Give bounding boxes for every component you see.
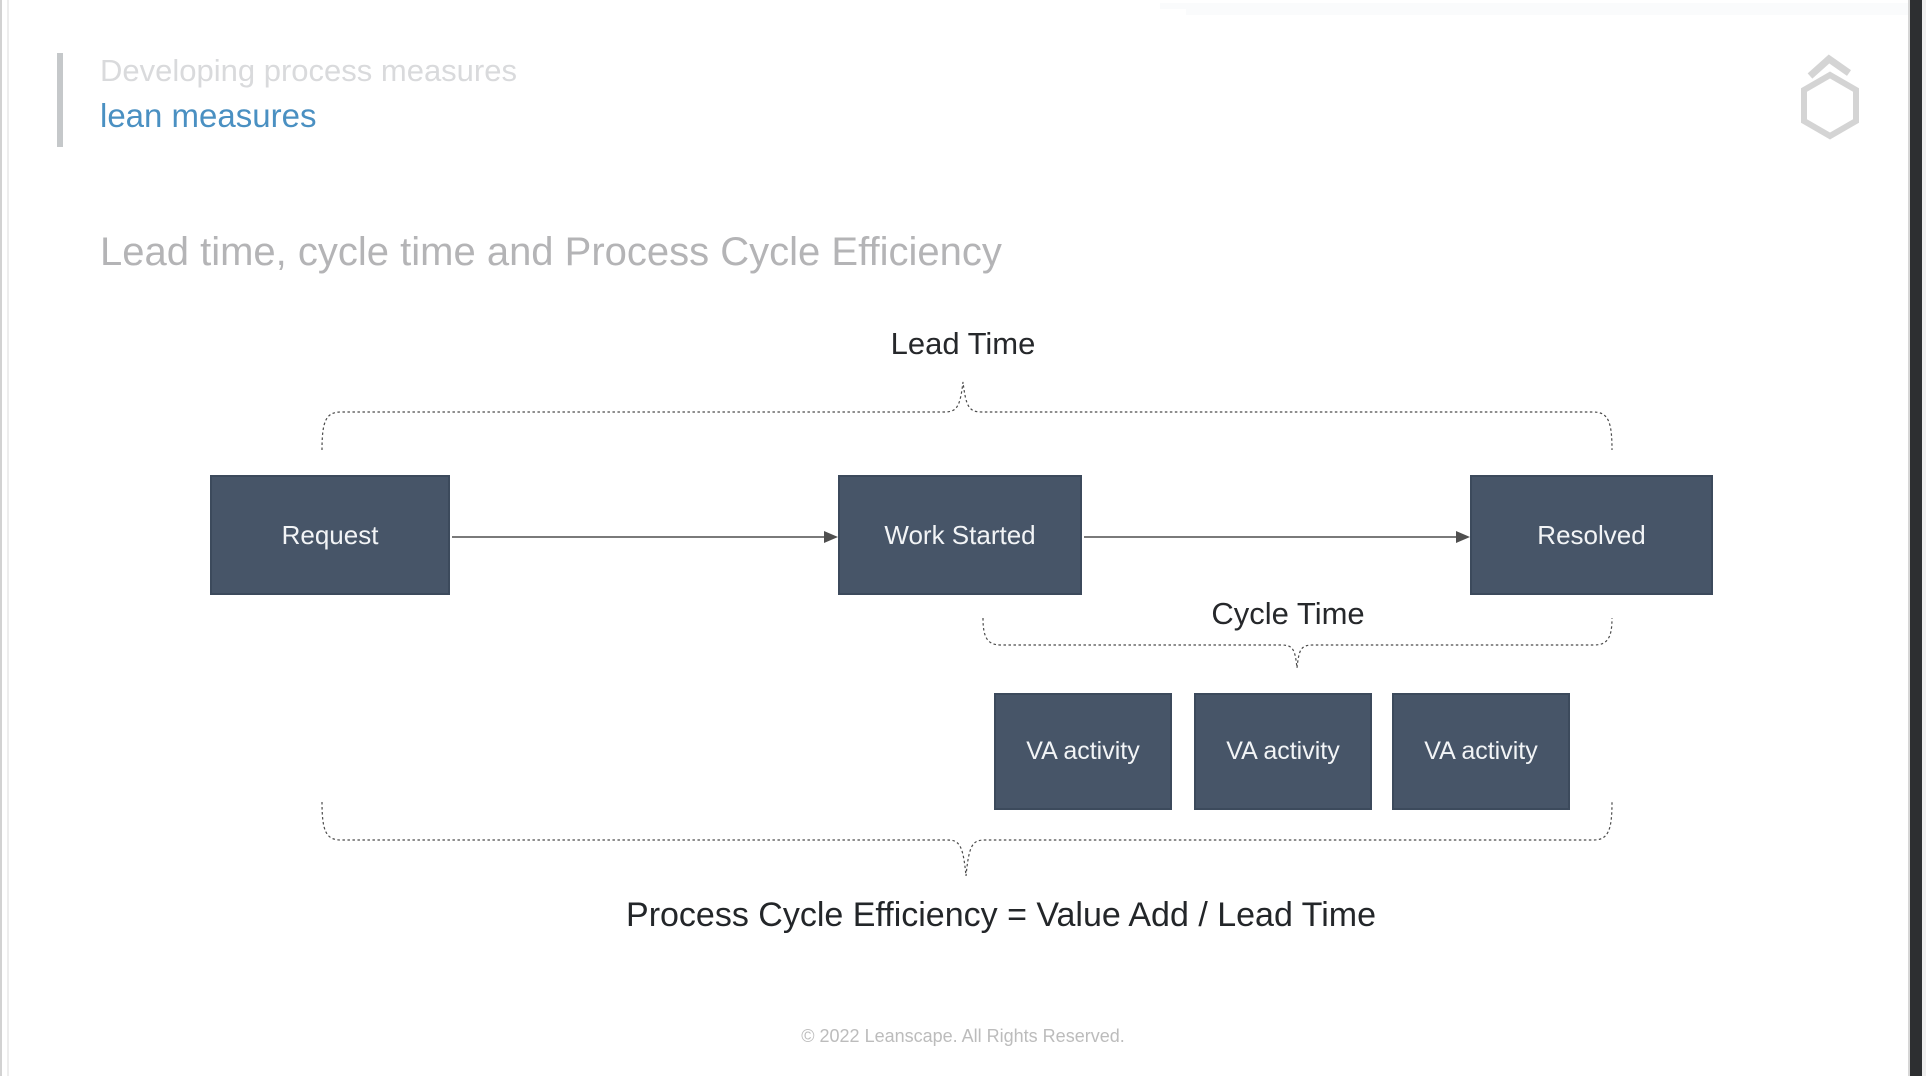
va-activity-label: VA activity <box>1424 737 1538 765</box>
top-right-band-step <box>1160 3 1186 9</box>
stage-box-work-started: Work Started <box>838 475 1082 595</box>
va-activity-label: VA activity <box>1026 737 1140 765</box>
pce-formula: Process Cycle Efficiency = Value Add / L… <box>626 896 1376 934</box>
slide-title: Lead time, cycle time and Process Cycle … <box>100 230 1002 274</box>
va-activity-label: VA activity <box>1226 737 1340 765</box>
va-activity-box-2: VA activity <box>1194 693 1372 810</box>
logo-hexagon-outline <box>1801 71 1859 140</box>
process-cycle-efficiency-brace <box>321 801 1613 877</box>
window-right-dark-edge <box>1910 0 1922 1076</box>
top-right-band <box>1186 3 1908 15</box>
footer-copyright: © 2022 Leanscape. All Rights Reserved. <box>801 1026 1125 1046</box>
window-left-border <box>0 0 2 1076</box>
stage-label: Work Started <box>884 519 1036 550</box>
window-right-outer-edge <box>1922 0 1926 1076</box>
lead-time-label: Lead Time <box>890 326 1036 361</box>
logo-chevron <box>1807 54 1852 79</box>
header-eyebrow: Developing process measures <box>100 53 517 88</box>
stage-box-request: Request <box>210 475 450 595</box>
window-left-border-2 <box>7 0 9 1076</box>
stage-label: Resolved <box>1537 519 1646 550</box>
header-accent-bar <box>57 53 63 147</box>
cycle-time-label: Cycle Time <box>1211 596 1365 631</box>
va-activity-box-1: VA activity <box>994 693 1172 810</box>
arrowhead-resolved-icon <box>1456 531 1470 543</box>
header-subtitle: lean measures <box>100 97 317 134</box>
arrowhead-workstarted-icon <box>824 531 838 543</box>
stage-box-resolved: Resolved <box>1470 475 1713 595</box>
lead-time-brace <box>321 381 1613 451</box>
hexagon-chevron-logo-icon <box>1801 54 1859 140</box>
stage-label: Request <box>281 519 379 550</box>
window-right-hairline <box>1908 0 1910 1076</box>
va-activity-box-3: VA activity <box>1392 693 1570 810</box>
